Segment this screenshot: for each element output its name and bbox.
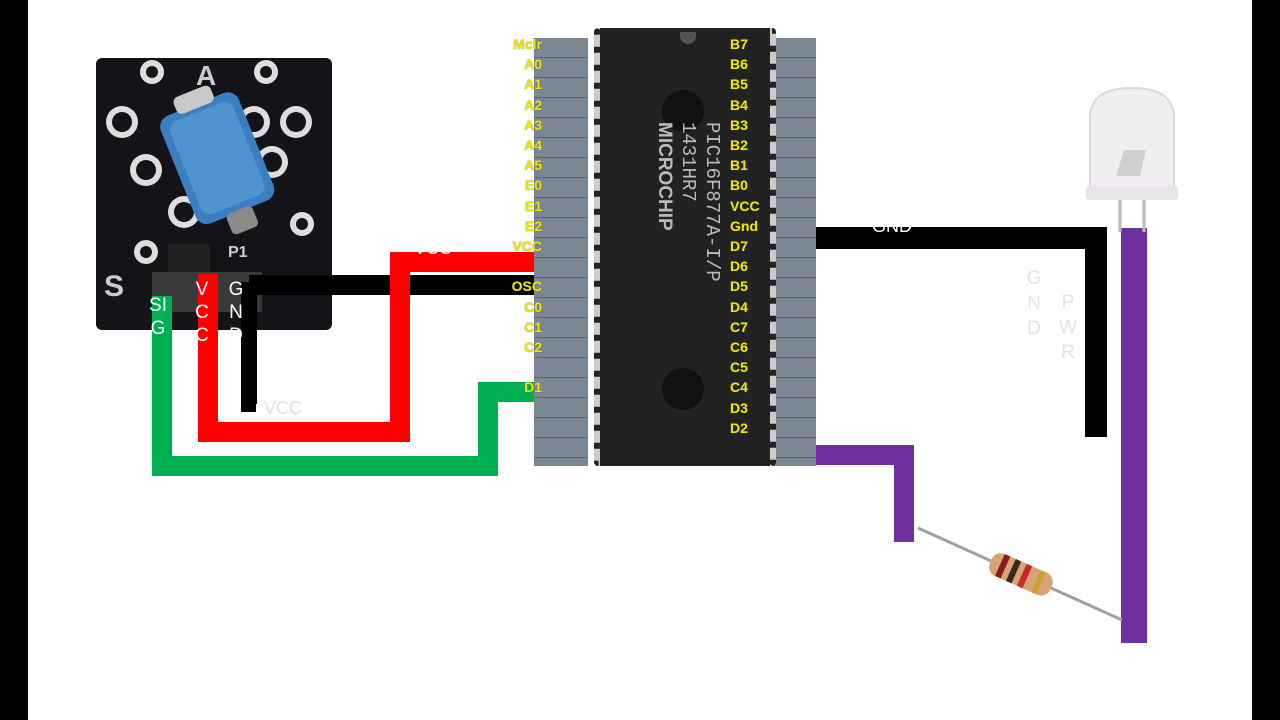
mcu-right-pin-label: Gnd: [730, 217, 758, 234]
mcu-right-pin-label: B6: [730, 56, 748, 73]
mcu-left-pin-label: A3: [524, 116, 542, 133]
sensor-pin-gnd: G N D: [228, 279, 244, 346]
mcu-left-pin-label: C2: [524, 339, 542, 355]
gnd-wire-led: [762, 227, 1107, 437]
mcu-right-pin-label: VCC: [730, 197, 760, 214]
vcc-label-top: VCC: [414, 238, 453, 258]
mcu-right-pin-label: B0: [730, 177, 748, 194]
mcu-right-pin-label: B4: [730, 96, 748, 113]
vcc-label-bottom: VCC: [264, 398, 303, 418]
mcu-left-pin-label: A2: [524, 96, 542, 113]
board-letter-a: A: [196, 60, 217, 91]
mcu-left-pin-label: E0: [524, 177, 542, 194]
gnd-wire-sensor: [241, 282, 257, 412]
mcu-left-pin-label: Mclr: [513, 36, 542, 52]
mcu-right-pin-label: D3: [730, 399, 748, 416]
mcu-right-pin-label: C6: [730, 339, 748, 355]
resistor: [917, 526, 1123, 622]
chip-part-number: PIC16F877A-I/P: [701, 122, 723, 282]
mcu-left-pin-label: C1: [524, 318, 542, 335]
gnd-label-right: GND: [872, 216, 912, 236]
mcu-left-pin-label: E2: [524, 217, 542, 234]
left-pin-strip: [534, 38, 588, 466]
mcu-right-pin-label: D6: [730, 258, 748, 275]
chip-lot-code: 1431HR7: [677, 122, 699, 202]
mcu-right-pin-label: B3: [730, 116, 748, 133]
pic16f877a-chip: PIC16F877A-I/P 1431HR7 MICROCHIP: [594, 28, 776, 466]
board-label-p1: P1: [228, 244, 248, 261]
mcu-right-pin-label: B1: [730, 157, 748, 174]
mcu-right-pin-label: C4: [730, 379, 748, 396]
sensor-pin-vcc: V C C: [195, 279, 209, 346]
mcu-right-pin-label: B7: [730, 36, 748, 52]
led: [1086, 86, 1178, 232]
mcu-left-pin-label: E1: [524, 197, 542, 214]
mcu-right-pin-label: D2: [730, 419, 748, 436]
vcc-wire-sensor: [198, 252, 588, 442]
mcu-left-pin-label: A0: [524, 56, 542, 73]
mcu-left-pin-label: A1: [524, 76, 542, 93]
gnd-label-top: GN: [342, 258, 369, 278]
mcu-left-pin-label: OSC: [511, 278, 542, 295]
sensor-pin-sig: SI G: [149, 295, 167, 339]
mcu-right-pin-label: D7: [730, 238, 748, 254]
board-letter-s: S: [104, 270, 125, 303]
wiring-svg: [96, 58, 1178, 643]
mcu-right-pin-label: C7: [730, 318, 748, 335]
mcu-right-pin-label: B2: [730, 137, 748, 153]
led-signal-wire: [768, 445, 914, 542]
mcu-left-pin-label: A5: [524, 157, 542, 174]
led-pwr-label: P W R: [1059, 292, 1077, 363]
chip-brand: MICROCHIP: [654, 122, 675, 231]
mcu-right-pin-label: C5: [730, 359, 748, 376]
mcu-left-pin-label: C0: [524, 298, 542, 315]
mcu-right-pin-label: B5: [730, 76, 748, 93]
mcu-left-pin-label: VCC: [512, 238, 542, 254]
signal-wire-sensor: [152, 296, 588, 476]
mcu-left-pin-label: D1: [524, 379, 542, 396]
led-gnd-label: G N D: [1026, 268, 1042, 339]
mcu-right-pin-label: D4: [730, 298, 748, 315]
mcu-right-pin-label: D5: [730, 278, 748, 295]
mcu-left-pin-label: A4: [524, 137, 542, 153]
